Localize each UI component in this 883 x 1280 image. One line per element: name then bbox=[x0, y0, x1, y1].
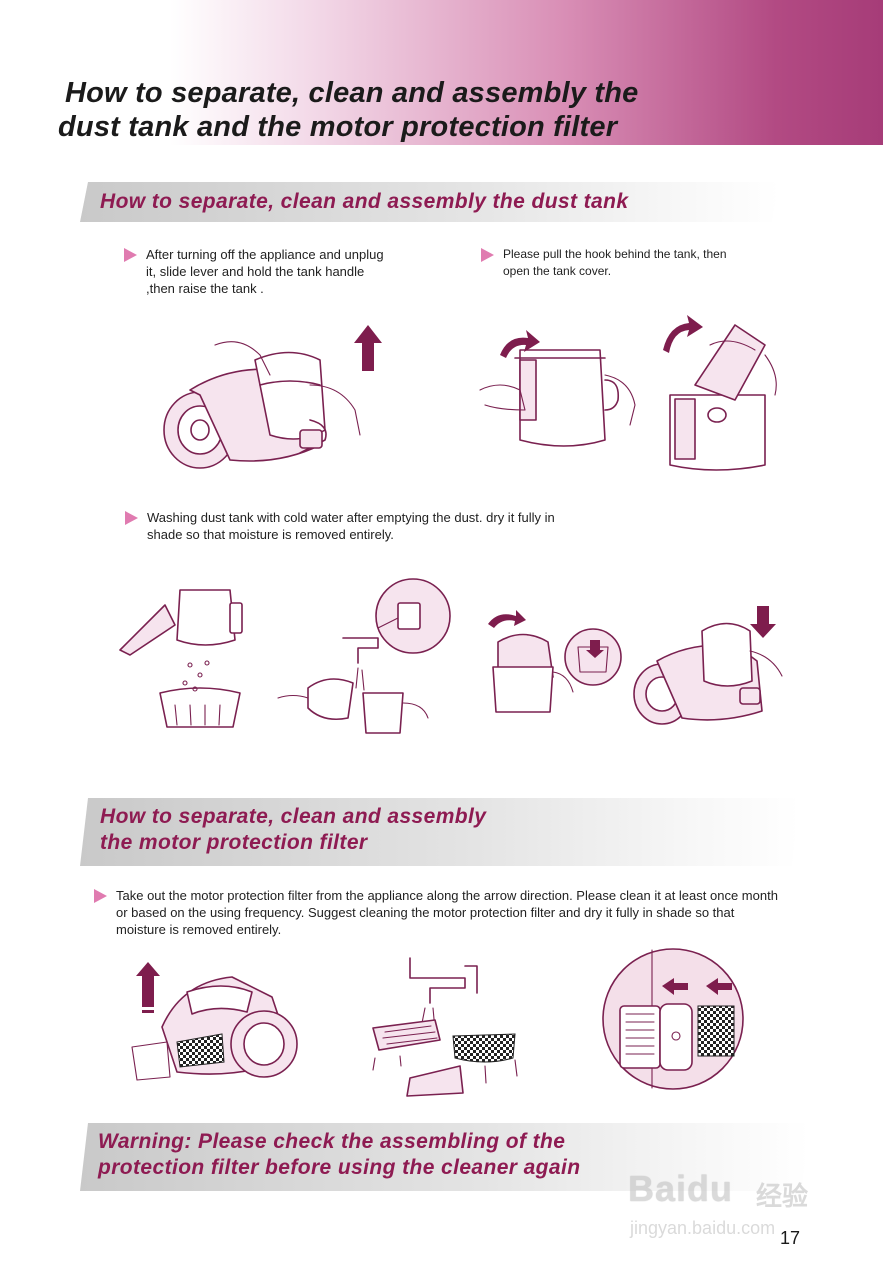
page-number: 17 bbox=[780, 1228, 801, 1248]
section-banner-dust-tank: How to separate, clean and assembly the … bbox=[80, 182, 780, 222]
warning-banner: Warning: Please check the assembling of … bbox=[80, 1123, 810, 1191]
watermark-jingyan: 经验 bbox=[756, 1181, 809, 1211]
step-remove-filter-label: Take out the motor protection filter fro… bbox=[116, 888, 778, 937]
warning-line-2: protection filter before using the clean… bbox=[98, 1156, 581, 1179]
illustration-empty-dust bbox=[119, 589, 243, 728]
illustration-take-out-filter bbox=[131, 962, 298, 1081]
bullet-triangle-icon bbox=[481, 248, 494, 262]
step-remove-filter-text: Take out the motor protection filter fro… bbox=[94, 887, 786, 938]
page-title: How to separate, clean and assembly the … bbox=[58, 76, 639, 144]
page-title-line-2: dust tank and the motor protection filte… bbox=[58, 111, 618, 143]
baidu-watermark: Baidu 经验 jingyan.baidu.com bbox=[628, 1150, 838, 1250]
step-raise-tank-text: After turning off the appliance and unpl… bbox=[124, 246, 386, 297]
step-raise-tank-label: After turning off the appliance and unpl… bbox=[146, 247, 384, 296]
illustration-wash-tank bbox=[277, 578, 451, 734]
bullet-triangle-icon bbox=[124, 248, 137, 262]
section-heading-motor-filter-line-1: How to separate, clean and assembly bbox=[100, 805, 487, 828]
illustration-lower-tank bbox=[633, 606, 783, 725]
warning-line-1: Warning: Please check the assembling of … bbox=[98, 1130, 566, 1153]
illustration-wash-filter bbox=[372, 957, 518, 1097]
header-gradient-band bbox=[170, 0, 883, 145]
illustration-pull-hook bbox=[479, 330, 636, 447]
step-open-cover-label: Please pull the hook behind the tank, th… bbox=[503, 247, 727, 278]
illustration-open-cover bbox=[663, 315, 777, 471]
illustration-reattach-filter bbox=[488, 610, 622, 713]
watermark-logo: Baidu bbox=[628, 1168, 734, 1209]
section-banner-motor-filter: How to separate, clean and assembly the … bbox=[80, 798, 800, 866]
step-wash-tank-label: Washing dust tank with cold water after … bbox=[147, 510, 555, 542]
section-heading-dust-tank: How to separate, clean and assembly the … bbox=[100, 190, 629, 213]
warning-heading: Warning: Please check the assembling of … bbox=[80, 1123, 810, 1181]
step-open-cover-text: Please pull the hook behind the tank, th… bbox=[481, 246, 743, 280]
page-title-line-1: How to separate, clean and assembly the bbox=[65, 77, 639, 109]
illustration-raise-tank bbox=[163, 325, 382, 469]
bullet-triangle-icon bbox=[94, 889, 107, 903]
section-heading-motor-filter: How to separate, clean and assembly the … bbox=[80, 798, 800, 856]
illustration-filter-assembly-detail bbox=[602, 948, 744, 1090]
section-heading-motor-filter-line-2: the motor protection filter bbox=[100, 831, 368, 854]
step-wash-tank-text: Washing dust tank with cold water after … bbox=[125, 509, 587, 543]
bullet-triangle-icon bbox=[125, 511, 138, 525]
watermark-url: jingyan.baidu.com bbox=[630, 1218, 776, 1238]
